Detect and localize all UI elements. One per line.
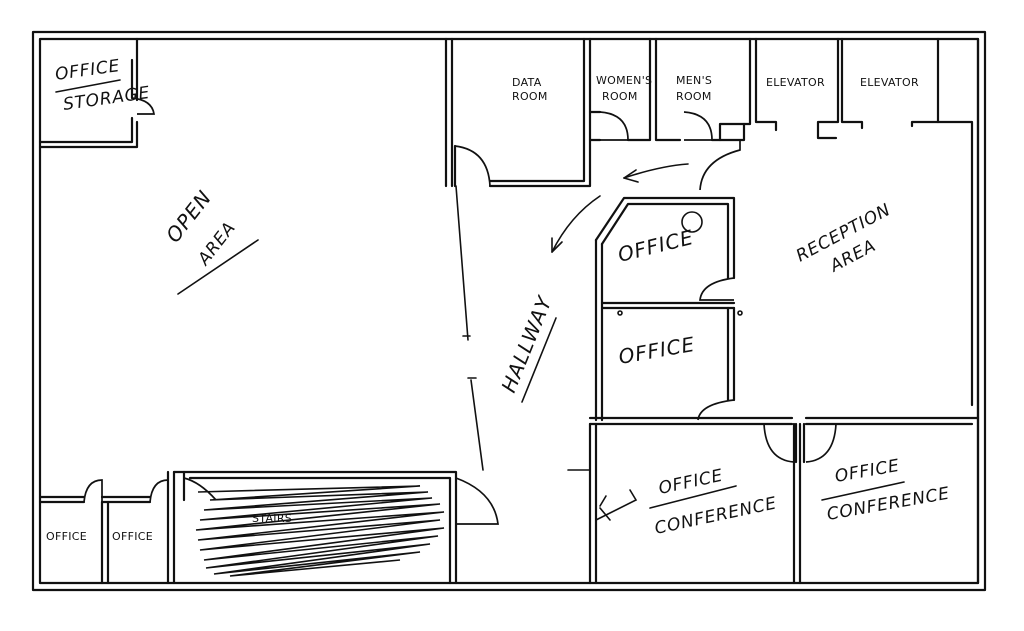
elevator-1-label: ELEVATOR <box>766 76 825 89</box>
room-labels: OFFICE STORAGE OPEN AREA DATA ROOM WOMEN… <box>46 56 951 543</box>
data-room-label-top: DATA <box>512 76 542 89</box>
conference-rooms <box>567 416 980 585</box>
open-area-label-bottom: AREA <box>194 218 241 270</box>
office-small-2-label: OFFICE <box>112 530 153 543</box>
mens-room-label-bottom: ROOM <box>676 90 712 103</box>
office-small-1-label: OFFICE <box>46 530 87 543</box>
open-area-boundary <box>444 37 491 471</box>
office-storage-label-top: OFFICE <box>54 56 122 85</box>
office-upper-label: OFFICE <box>615 225 696 267</box>
hallway-label: HALLWAY <box>496 292 557 396</box>
conference-2-label-top: OFFICE <box>833 456 901 487</box>
office-middle-label: OFFICE <box>617 332 697 369</box>
bottom-left-rooms <box>38 470 499 585</box>
womens-room-label-top: WOMEN'S <box>596 74 652 87</box>
womens-room-label-bottom: ROOM <box>602 90 638 103</box>
stairs-label: STAIRS <box>252 512 292 525</box>
conference-2-label-bottom: CONFERENCE <box>825 484 951 525</box>
office-storage-room <box>38 37 155 149</box>
conference-1-label-top: OFFICE <box>657 466 725 499</box>
conference-1-label-bottom: CONFERENCE <box>653 493 779 538</box>
stairs-hatching <box>195 485 445 577</box>
center-offices <box>594 196 743 422</box>
mens-room-label-top: MEN'S <box>676 74 712 87</box>
hallway-arrows <box>551 163 689 253</box>
elevator-2-label: ELEVATOR <box>860 76 919 89</box>
data-room-label-bottom: ROOM <box>512 90 548 103</box>
top-rooms <box>488 37 980 585</box>
